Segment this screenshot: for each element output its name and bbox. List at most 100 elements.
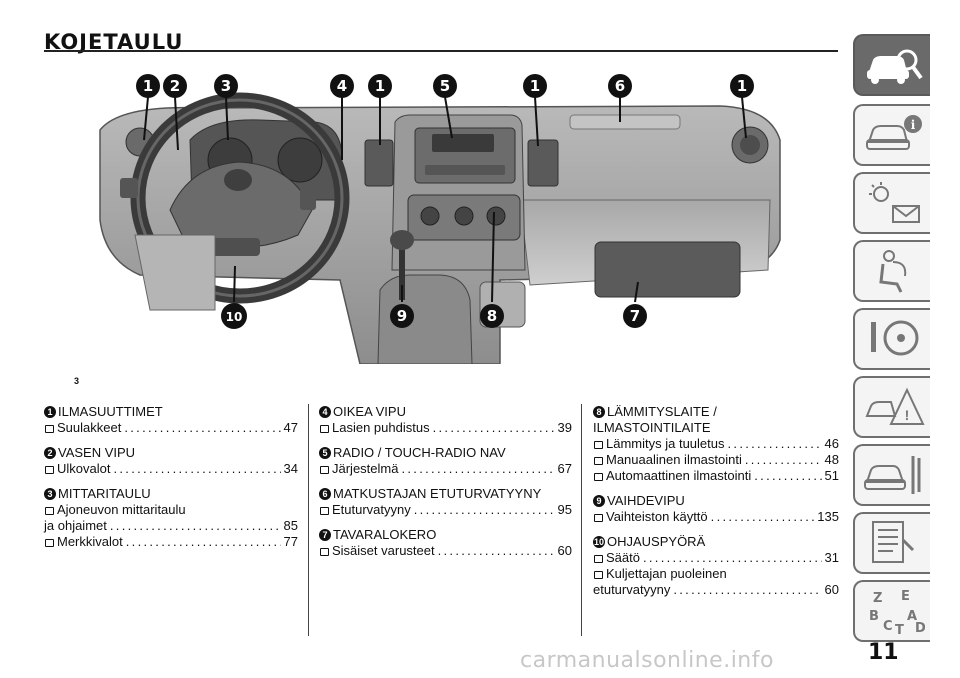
page-reference: 51 bbox=[824, 468, 839, 483]
page-reference: 60 bbox=[824, 582, 839, 597]
bookmark-icon bbox=[320, 425, 329, 433]
reference-row[interactable]: Etuturvatyyny95 bbox=[319, 502, 572, 518]
leader-dots bbox=[728, 436, 822, 452]
callout-8: 8 bbox=[487, 307, 497, 325]
leader-dots bbox=[711, 509, 815, 525]
bookmark-icon bbox=[594, 571, 603, 579]
page-reference: 60 bbox=[557, 543, 572, 558]
callout-1d: 1 bbox=[737, 77, 747, 95]
leader-dots bbox=[438, 543, 555, 559]
page-reference: 85 bbox=[283, 518, 298, 533]
leader-dots bbox=[754, 468, 821, 484]
column-divider bbox=[581, 404, 582, 636]
reference-row[interactable]: Sisäiset varusteet 60 bbox=[319, 543, 572, 559]
reference-label-continued: etuturvatyyny bbox=[593, 582, 671, 597]
page-reference: 34 bbox=[283, 461, 298, 476]
reference-row[interactable]: Säätö31 bbox=[593, 550, 839, 566]
callout-7: 7 bbox=[630, 307, 640, 325]
reference-label: Ulkovalot bbox=[57, 461, 111, 476]
bookmark-icon bbox=[45, 539, 54, 547]
callout-1b: 1 bbox=[375, 77, 385, 95]
chapter-tab[interactable]: i bbox=[853, 104, 930, 166]
index-letter: B bbox=[869, 609, 879, 624]
section-title-text: RADIO / TOUCH-RADIO NAV bbox=[333, 445, 506, 460]
bookmark-icon bbox=[594, 441, 603, 449]
reference-label: Sisäiset varusteet bbox=[332, 543, 435, 558]
leader-dots bbox=[126, 534, 281, 550]
callout-9: 9 bbox=[397, 307, 407, 325]
leader-dots bbox=[113, 461, 280, 477]
reference-label: Manuaalinen ilmastointi bbox=[606, 452, 742, 467]
legend-section: 10OHJAUSPYÖRÄSäätö31Kuljettajan puoleine… bbox=[593, 534, 839, 598]
reference-label: Vaihteiston käyttö bbox=[606, 509, 708, 524]
reference-row[interactable]: Ajoneuvon mittaritaulu bbox=[44, 502, 298, 518]
section-number-badge: 5 bbox=[319, 447, 331, 459]
bookmark-icon bbox=[594, 473, 603, 481]
page-reference: 77 bbox=[283, 534, 298, 549]
reference-label: Etuturvatyyny bbox=[332, 502, 411, 517]
reference-row[interactable]: Ulkovalot 34 bbox=[44, 461, 298, 477]
callout-2: 2 bbox=[170, 77, 180, 95]
svg-text:i: i bbox=[911, 118, 916, 132]
reference-row[interactable]: Manuaalinen ilmastointi48 bbox=[593, 452, 839, 468]
callout-3: 3 bbox=[221, 77, 231, 95]
section-number-badge: 3 bbox=[44, 488, 56, 500]
index-letter: Z bbox=[873, 591, 882, 606]
document-list-icon bbox=[872, 521, 915, 563]
bookmark-icon bbox=[594, 555, 603, 563]
car-info-icon: i bbox=[866, 115, 922, 150]
reference-label: Lasien puhdistus bbox=[332, 420, 430, 435]
section-number-badge: 4 bbox=[319, 406, 331, 418]
index-letter: C bbox=[883, 619, 893, 634]
reference-row[interactable]: Vaihteiston käyttö135 bbox=[593, 509, 839, 525]
page-reference: 31 bbox=[824, 550, 839, 565]
car-warning-icon: ! bbox=[865, 387, 925, 425]
callout-4: 4 bbox=[337, 77, 347, 95]
leader-dots bbox=[745, 452, 822, 468]
section-title-text: ILMASUUTTIMET bbox=[58, 404, 163, 419]
chapter-tab[interactable] bbox=[853, 444, 930, 506]
callout-1c: 1 bbox=[530, 77, 540, 95]
section-number-badge: 8 bbox=[593, 406, 605, 418]
chapter-tab[interactable] bbox=[853, 512, 930, 574]
chapter-tab[interactable] bbox=[853, 34, 930, 96]
chapter-tab[interactable] bbox=[853, 308, 930, 370]
bookmark-icon bbox=[320, 466, 329, 474]
chapter-tab[interactable] bbox=[853, 240, 930, 302]
light-envelope-icon bbox=[869, 182, 920, 223]
reference-row-continued[interactable]: etuturvatyyny 60 bbox=[593, 582, 839, 598]
reference-row[interactable]: Järjestelmä67 bbox=[319, 461, 572, 477]
seat-airbag-icon bbox=[879, 250, 907, 293]
reference-row[interactable]: Lasien puhdistus 39 bbox=[319, 420, 572, 436]
callout-10: 10 bbox=[226, 310, 243, 324]
reference-row[interactable]: Kuljettajan puoleinen bbox=[593, 566, 839, 582]
leader-dots bbox=[433, 420, 555, 436]
figure-code: 3 bbox=[74, 376, 80, 386]
leader-dots bbox=[124, 420, 280, 436]
car-tools-icon bbox=[864, 456, 921, 494]
reference-row-continued[interactable]: ja ohjaimet85 bbox=[44, 518, 298, 534]
section-title-text: VASEN VIPU bbox=[58, 445, 136, 460]
bookmark-icon bbox=[45, 507, 54, 515]
reference-row[interactable]: Merkkivalot77 bbox=[44, 534, 298, 550]
reference-row[interactable]: Automaattinen ilmastointi51 bbox=[593, 468, 839, 484]
page-reference: 39 bbox=[557, 420, 572, 435]
reference-row[interactable]: Suulakkeet47 bbox=[44, 420, 298, 436]
index-letter: E bbox=[901, 589, 910, 604]
reference-row[interactable]: Lämmitys ja tuuletus46 bbox=[593, 436, 839, 452]
reference-label: Järjestelmä bbox=[332, 461, 399, 476]
chapter-tab[interactable]: ! bbox=[853, 376, 930, 438]
section-title-text: TAVARALOKERO bbox=[333, 527, 437, 542]
section-title-text: MATKUSTAJAN ETUTURVATYYNY bbox=[333, 486, 542, 501]
chapter-tab[interactable] bbox=[853, 172, 930, 234]
bookmark-icon bbox=[320, 507, 329, 515]
